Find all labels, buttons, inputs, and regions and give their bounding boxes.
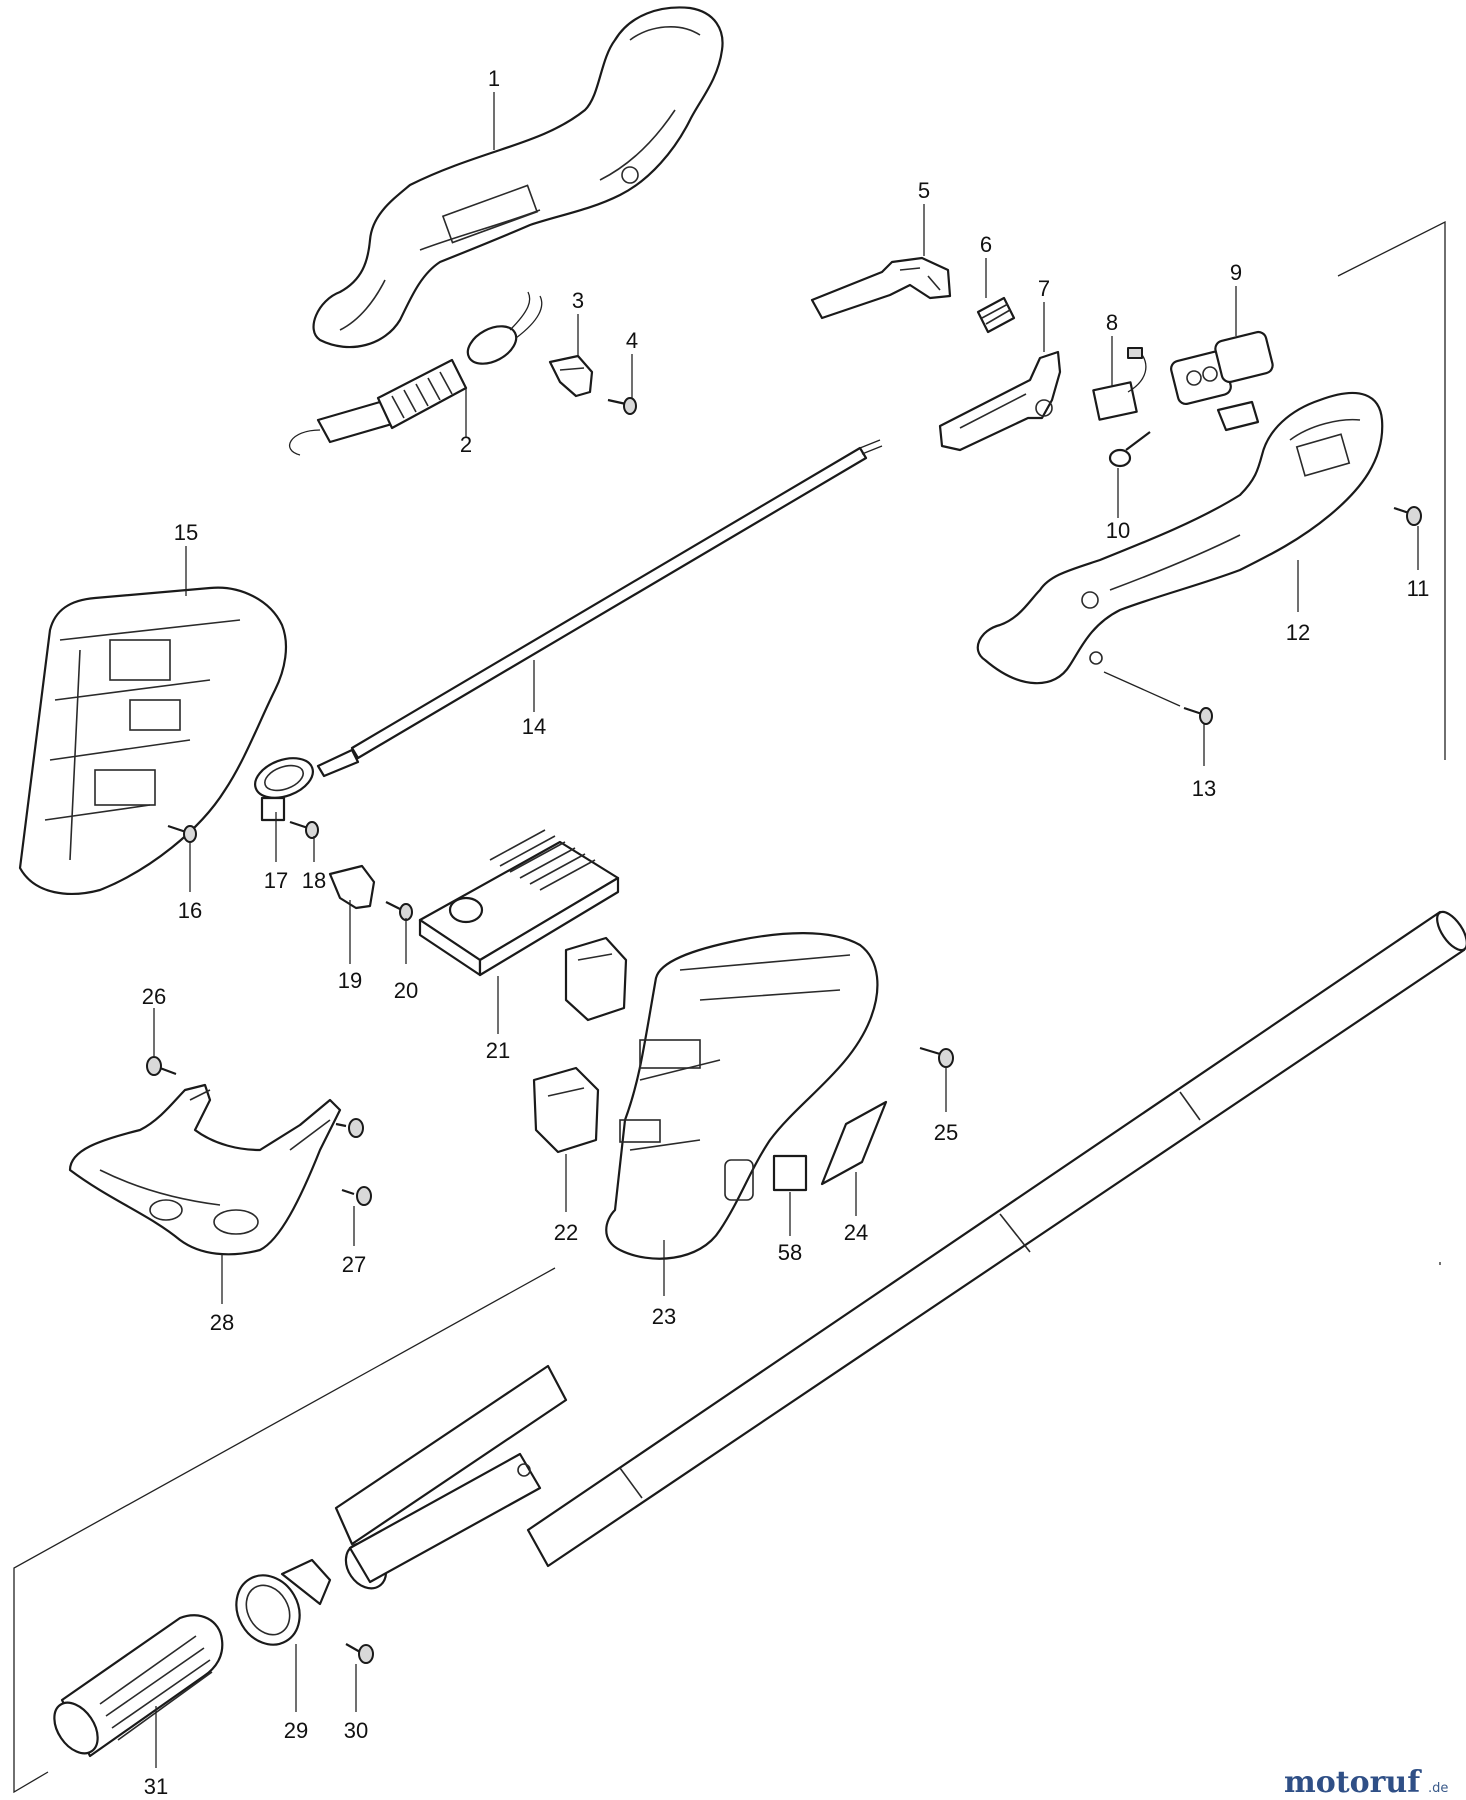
part-14-cable: [316, 439, 883, 778]
callout-18: 18: [302, 868, 326, 893]
callout-5: 5: [918, 178, 930, 203]
part-29-grip-clamp: [235, 1558, 332, 1646]
callout-58: 58: [778, 1240, 802, 1265]
callout-30: 30: [344, 1718, 368, 1743]
callout-21: 21: [486, 1038, 510, 1063]
watermark-text: motoruf: [1284, 1765, 1422, 1800]
part-20-screw: [385, 901, 413, 921]
callout-25: 25: [934, 1120, 958, 1145]
callout-20: 20: [394, 978, 418, 1003]
callout-12: 12: [1286, 620, 1310, 645]
part-26-screw: [146, 1056, 177, 1076]
watermark-suffix: .de: [1428, 1781, 1448, 1796]
svg-text:motoruf: motoruf: [1284, 1765, 1422, 1800]
part-21-controller-board: [418, 829, 620, 977]
callout-labels: 1 2 3 4 5 6 7 8 9 10 11 12 13 14 15 16 1…: [142, 66, 1430, 1799]
part-12-handle-half: [976, 391, 1384, 685]
part-17-pipe-clamp: [254, 757, 314, 822]
part-30-screw: [345, 1643, 374, 1664]
callout-3: 3: [572, 288, 584, 313]
callout-2: 2: [460, 432, 472, 457]
part-5-trigger: [810, 256, 952, 320]
part-13-screw: [1183, 706, 1213, 725]
watermark-logo: motoruf .de: [1284, 1765, 1448, 1800]
part-27-screw: [335, 1118, 372, 1206]
part-18-screw: [289, 820, 319, 839]
part-25-screw: [919, 1046, 954, 1068]
callout-1: 1: [488, 66, 500, 91]
callout-22: 22: [554, 1220, 578, 1245]
callout-9: 9: [1230, 260, 1242, 285]
part-1-handle-half: [312, 6, 724, 349]
part-9-button-cover: [1170, 330, 1274, 432]
part-19-cable-holder: [328, 864, 376, 910]
callout-31: 31: [144, 1774, 168, 1799]
callout-14: 14: [522, 714, 546, 739]
callout-4: 4: [626, 328, 638, 353]
callout-26: 26: [142, 984, 166, 1009]
callout-28: 28: [210, 1310, 234, 1335]
callout-11: 11: [1407, 576, 1430, 601]
assembly-frame-lines: [13, 220, 1446, 1794]
part-15-motor-housing: [18, 586, 288, 895]
part-58-label: [772, 1154, 808, 1192]
callout-6: 6: [980, 232, 992, 257]
callout-15: 15: [174, 520, 198, 545]
part-11-screw: [1393, 506, 1422, 526]
part-28-hanger-bracket: [68, 1083, 342, 1256]
part-22-battery-terminal: [532, 936, 628, 1154]
part-16-screw: [167, 824, 197, 843]
part-7-lock-lever: [938, 350, 1062, 452]
main-pole: [334, 910, 1466, 1568]
part-10-spring: [1108, 431, 1151, 468]
pole-section-short: [344, 1452, 542, 1590]
part-4-screw: [607, 397, 637, 415]
callout-24: 24: [844, 1220, 868, 1245]
callout-17: 17: [264, 868, 288, 893]
leader-lines: [153, 92, 1419, 1768]
callout-19: 19: [338, 968, 362, 993]
part-8-switch: [1092, 347, 1147, 421]
callout-8: 8: [1106, 310, 1118, 335]
callout-13: 13: [1192, 776, 1216, 801]
part-24-label: [820, 1100, 888, 1186]
callout-7: 7: [1038, 276, 1050, 301]
part-3-clamp: [548, 354, 594, 398]
callout-27: 27: [342, 1252, 366, 1277]
part-31-rubber-grip: [53, 1614, 224, 1758]
part-6-spring: [976, 296, 1016, 334]
callout-29: 29: [284, 1718, 308, 1743]
part-23-battery-housing: [605, 932, 879, 1260]
callout-23: 23: [652, 1304, 676, 1329]
callout-10: 10: [1106, 518, 1130, 543]
part-2-cable: [288, 291, 543, 456]
callout-16: 16: [178, 898, 202, 923]
